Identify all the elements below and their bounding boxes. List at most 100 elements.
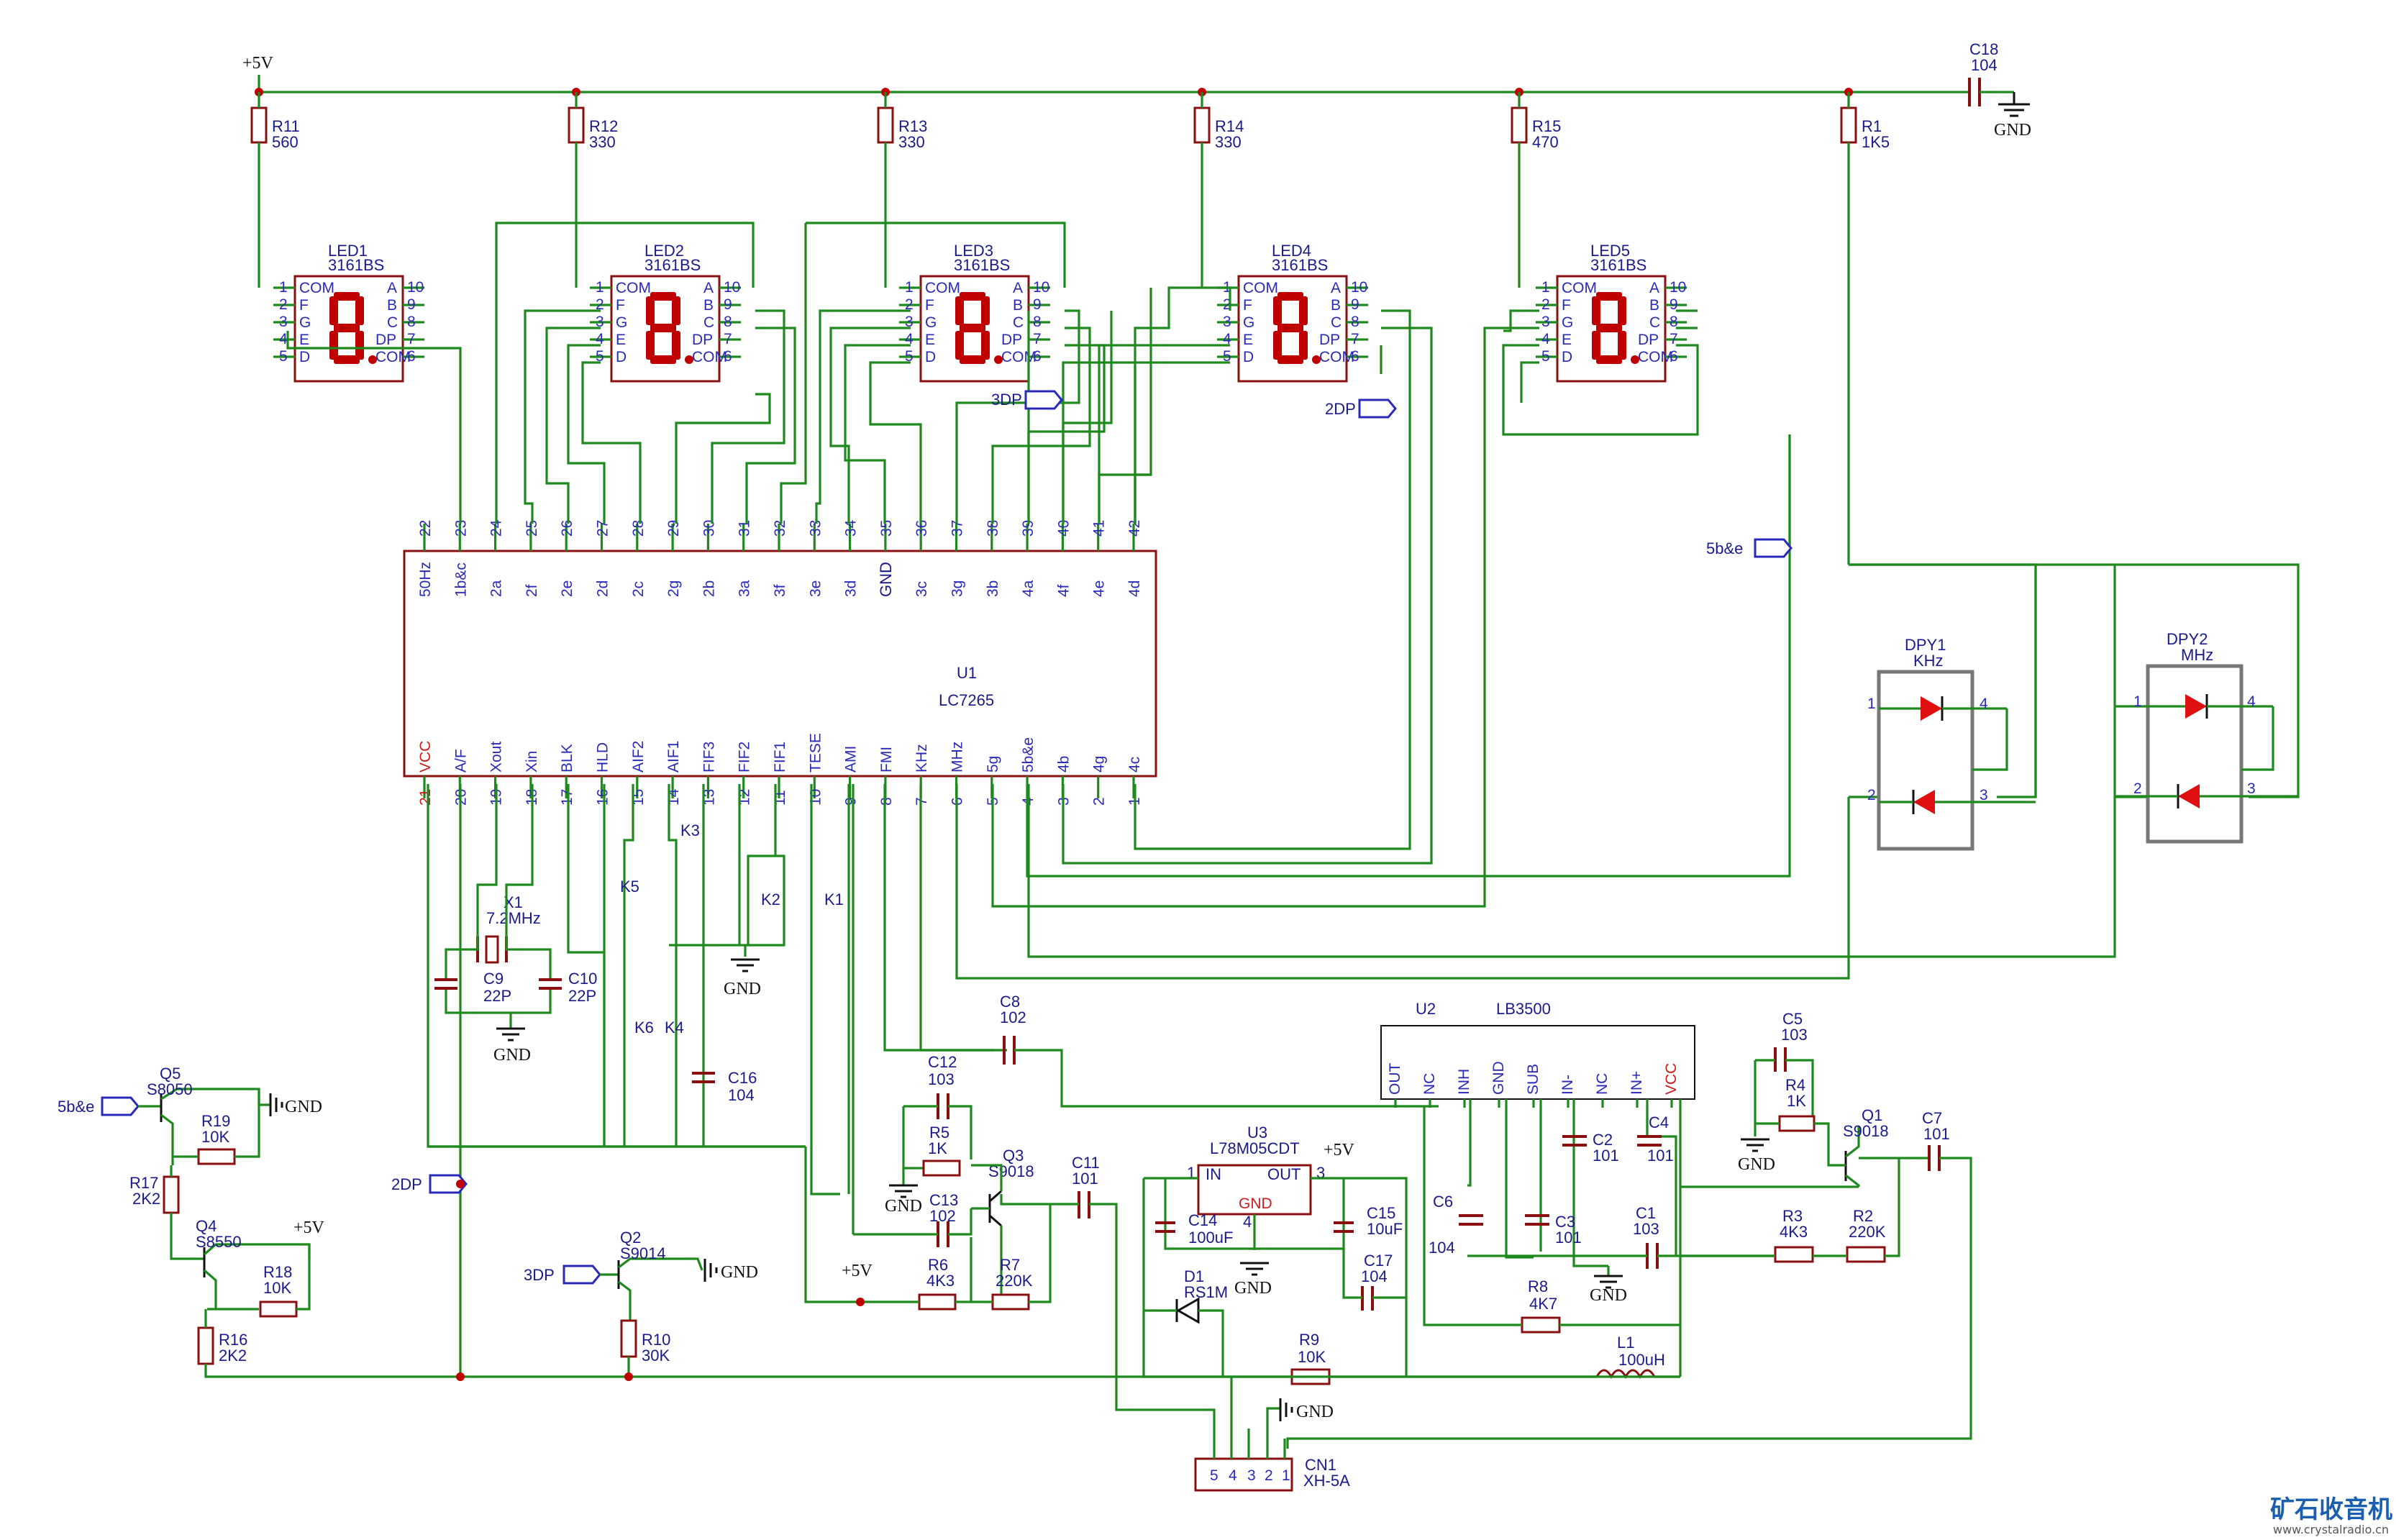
svg-text:NC: NC [1594, 1073, 1611, 1095]
svg-text:25: 25 [524, 520, 540, 537]
svg-text:C1: C1 [1636, 1204, 1656, 1222]
svg-text:AMI: AMI [843, 746, 860, 773]
svg-text:K5: K5 [620, 878, 639, 896]
ic-u3: U3 L78M05CDT IN OUT GND 1 3 4 GND +5V C1… [1142, 1124, 1408, 1385]
svg-text:D: D [299, 349, 310, 365]
svg-text:4d: 4d [1126, 580, 1143, 597]
svg-text:2: 2 [1223, 296, 1231, 313]
svg-text:7: 7 [1670, 331, 1678, 347]
svg-text:30: 30 [701, 520, 717, 537]
svg-text:Q2: Q2 [620, 1229, 641, 1247]
svg-text:2: 2 [905, 296, 914, 313]
svg-text:Q4: Q4 [196, 1217, 217, 1235]
svg-text:DP: DP [1638, 332, 1659, 348]
svg-text:104: 104 [1361, 1267, 1388, 1285]
amp-q3-section: C8 102 C12 103 R5 1K GND Q3 S9018 C13 10… [804, 784, 1439, 1372]
svg-text:AIF1: AIF1 [665, 741, 682, 773]
svg-text:220K: 220K [996, 1272, 1033, 1290]
svg-text:3161BS: 3161BS [1272, 256, 1328, 274]
svg-text:10: 10 [1033, 279, 1049, 296]
svg-text:D: D [1562, 349, 1572, 365]
flag-5be-left: 5b&e [58, 1098, 94, 1116]
svg-text:1K5: 1K5 [1862, 133, 1890, 151]
svg-text:GND: GND [724, 980, 761, 998]
svg-text:4: 4 [1243, 1213, 1252, 1231]
svg-text:MHz: MHz [949, 742, 966, 773]
svg-text:TESE: TESE [807, 733, 824, 773]
svg-text:22: 22 [417, 520, 434, 537]
c18-gnd-label: GND [1994, 121, 2031, 140]
u1-ref: U1 [957, 664, 977, 682]
svg-text:E: E [1243, 332, 1253, 348]
svg-text:D: D [925, 349, 936, 365]
svg-text:R2: R2 [1853, 1207, 1873, 1225]
svg-text:IN: IN [1206, 1165, 1221, 1183]
svg-text:34: 34 [843, 519, 860, 537]
svg-text:42: 42 [1126, 520, 1143, 537]
svg-text:R17: R17 [129, 1174, 158, 1192]
svg-text:COM: COM [1001, 349, 1037, 365]
svg-text:38: 38 [985, 520, 1001, 537]
svg-text:C14: C14 [1188, 1211, 1217, 1229]
svg-text:C6: C6 [1433, 1193, 1453, 1211]
svg-text:3g: 3g [949, 580, 966, 597]
svg-text:K2: K2 [761, 890, 780, 908]
svg-text:9: 9 [1670, 296, 1678, 313]
svg-text:1: 1 [1282, 1467, 1290, 1484]
svg-text:HLD: HLD [595, 742, 611, 773]
svg-text:SUB: SUB [1525, 1064, 1541, 1095]
flag-2dp-left: 2DP [391, 1175, 422, 1193]
svg-text:4K3: 4K3 [1780, 1223, 1808, 1241]
svg-text:LED1: LED1 [328, 242, 368, 260]
svg-text:E: E [925, 332, 935, 348]
svg-text:2b: 2b [701, 580, 717, 597]
svg-text:NC: NC [1421, 1073, 1438, 1095]
svg-text:2: 2 [279, 296, 288, 313]
svg-text:COM: COM [1562, 280, 1597, 296]
svg-text:OUT: OUT [1387, 1063, 1403, 1095]
svg-text:GND: GND [1738, 1155, 1775, 1174]
svg-text:KHz: KHz [914, 744, 930, 773]
svg-text:R8: R8 [1528, 1277, 1548, 1295]
svg-text:16: 16 [595, 789, 611, 806]
svg-text:40: 40 [1055, 520, 1072, 537]
svg-text:R3: R3 [1782, 1207, 1803, 1225]
svg-text:FIF3: FIF3 [701, 742, 717, 773]
svg-text:COM: COM [375, 349, 411, 365]
svg-text:2c: 2c [630, 581, 647, 597]
svg-text:D: D [1243, 349, 1254, 365]
svg-text:R7: R7 [1000, 1256, 1020, 1274]
svg-text:101: 101 [1072, 1170, 1098, 1188]
segment-buses [286, 222, 2300, 1377]
watermark-title: 矿石收音机 [2270, 1495, 2392, 1524]
svg-text:33: 33 [807, 520, 824, 537]
ic-u1: U1 LC7265 2250Hz21VCC231b&c20A/F242a19Xo… [403, 519, 1157, 806]
svg-text:LED2: LED2 [644, 242, 684, 260]
svg-text:5: 5 [279, 348, 288, 365]
u1-part: LC7265 [939, 691, 994, 709]
svg-text:24: 24 [488, 519, 505, 537]
svg-text:GND: GND [885, 1197, 922, 1216]
svg-text:2f: 2f [524, 584, 540, 597]
c18-val: 104 [1971, 56, 1998, 74]
svg-text:GND: GND [877, 562, 895, 597]
svg-text:E: E [299, 332, 309, 348]
svg-text:6: 6 [1351, 348, 1359, 365]
svg-text:C9: C9 [483, 970, 504, 988]
svg-text:R1: R1 [1862, 117, 1882, 135]
svg-text:C15: C15 [1367, 1204, 1395, 1222]
svg-text:L78M05CDT: L78M05CDT [1210, 1139, 1300, 1157]
svg-text:8: 8 [878, 797, 895, 806]
svg-text:C7: C7 [1922, 1109, 1942, 1127]
svg-text:103: 103 [928, 1070, 955, 1088]
svg-text:OUT: OUT [1267, 1165, 1301, 1183]
watermark: 矿石收音机 www.crystalradio.cn [2270, 1495, 2392, 1536]
svg-text:D: D [616, 349, 627, 365]
svg-text:3161BS: 3161BS [954, 256, 1010, 274]
svg-text:1K: 1K [928, 1139, 947, 1157]
svg-text:330: 330 [589, 133, 616, 151]
svg-text:6: 6 [724, 348, 732, 365]
svg-text:R13: R13 [898, 117, 927, 135]
svg-text:R14: R14 [1215, 117, 1244, 135]
